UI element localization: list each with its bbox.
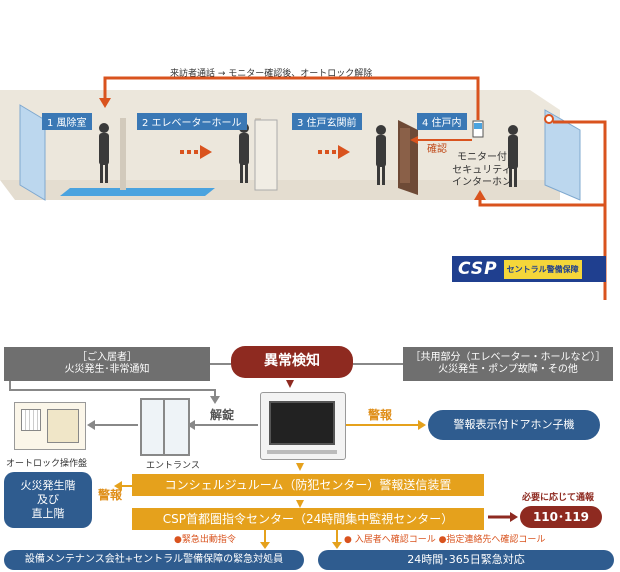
autolock-panel-icon (14, 402, 86, 450)
confirm-label: 確認 (427, 144, 447, 155)
csp-logo-name: セントラル警備保障 (503, 259, 582, 279)
fire-floor-box: 火災発生階 及び 直上階 (4, 472, 92, 528)
emergency-number: 110･119 (520, 506, 602, 528)
emergency-response-box: 24時間･365日緊急対応 (318, 550, 614, 570)
resident-trigger-box: ［ご入居者］ 火災発生･非常通知 (4, 347, 210, 381)
maintenance-response-box: 設備メンテナンス会社+セントラル警備保障の緊急対処員 (4, 550, 304, 570)
alarm-label-2: 警報 (98, 488, 123, 502)
monitor-device (260, 392, 346, 460)
common-area-trigger-box: ［共用部分（エレベーター・ホールなど）］ 火災発生・ポンプ故障・その他 (403, 347, 613, 381)
monitor-interphone-label: モニター付 セキュリティ インターホン (452, 152, 512, 188)
entrance-label: エントランス (146, 461, 200, 471)
zone-2-label: 2 エレベーターホール (137, 113, 247, 130)
confirm-call-note: ● 入居者へ確認コール ●指定連絡先へ確認コール (344, 535, 546, 545)
autolock-panel-label: オートロック操作盤 (6, 459, 88, 469)
anomaly-detection: 異常検知 (231, 346, 353, 378)
concierge-alarm-device: コンシェルジュルーム（防犯センター）警報送信装置 (132, 474, 484, 496)
entrance-door-icon (140, 398, 190, 456)
csp-logo: CSP セントラル警備保障 (452, 256, 606, 282)
csp-logo-mark: CSP (458, 259, 498, 279)
csp-command-center: CSP首都圏指令センター（24時間集中監視センター） (132, 508, 484, 530)
zone-4-label: 4 住戸内 (417, 113, 467, 130)
zone-1-label: 1 風除室 (42, 113, 92, 130)
visitor-flow-label: 来訪者通話 → モニター確認後、オートロック解除 (170, 69, 373, 79)
zone-3-label: 3 住戸玄関前 (292, 113, 362, 130)
unlock-label: 解錠 (210, 408, 235, 422)
dispatch-note: ●緊急出動指令 (174, 535, 236, 545)
report-note: 必要に応じて通報 (522, 493, 595, 503)
door-slave-unit-box: 警報表示付ドアホン子機 (428, 410, 600, 440)
alarm-label-1: 警報 (368, 408, 393, 422)
